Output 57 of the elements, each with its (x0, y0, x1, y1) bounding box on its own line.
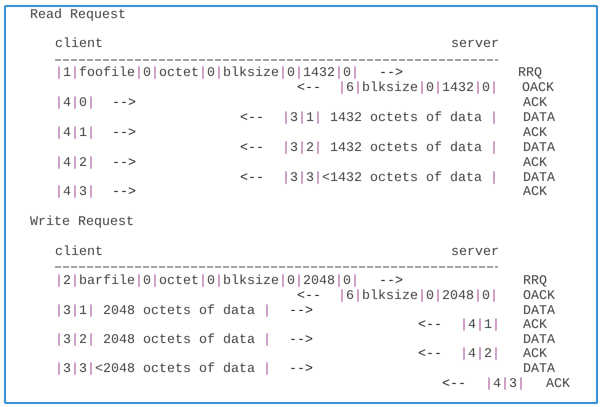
ascii-arrow: --> (112, 156, 136, 172)
packet-fields: |3|1| 1432 octets of data | (282, 111, 498, 127)
ascii-arrow: --> (112, 126, 136, 142)
packet-type-label: ACK (523, 156, 547, 172)
column-header: server (451, 245, 499, 261)
column-header: server (451, 37, 499, 53)
column-header: client (55, 245, 103, 261)
packet-fields: |4|2| (55, 156, 95, 172)
packet-fields: |3|3|<1432 octets of data | (282, 171, 498, 187)
ascii-arrow: --> (289, 362, 313, 378)
packet-fields: |6|blksize|0|2048|0| (338, 289, 498, 305)
packet-type-label: OACK (523, 289, 555, 305)
ascii-arrow: --> (289, 333, 313, 349)
packet-type-label: DATA (523, 171, 555, 186)
ascii-arrow: <-- (418, 318, 442, 334)
packet-fields: |3|3|<2048 octets of data | (55, 362, 271, 378)
ascii-arrow: <-- (297, 289, 321, 305)
ascii-arrow: --> (112, 185, 136, 201)
packet-type-label: DATA (523, 304, 555, 319)
ascii-arrow: --> (379, 274, 403, 289)
packet-fields: |4|3| (55, 185, 95, 201)
packet-type-label: OACK (522, 81, 554, 97)
packet-type-label: ACK (523, 96, 547, 112)
section-heading: Write Request (30, 215, 134, 231)
ascii-arrow: --> (379, 66, 403, 81)
packet-type-label: ACK (523, 318, 547, 334)
packet-fields: |4|2| (460, 347, 500, 363)
packet-type-label: ACK (523, 126, 547, 142)
packet-fields: |4|3| (485, 377, 525, 393)
packet-fields: |3|2| 1432 octets of data | (282, 141, 498, 157)
packet-fields: |2|barfile|0|octet|0|blksize|0|2048|0| (55, 274, 359, 290)
packet-type-label: RRQ (518, 66, 542, 82)
ascii-arrow: <-- (418, 347, 442, 363)
packet-fields: |3|1| 2048 octets of data | (55, 304, 271, 320)
packet-type-label: DATA (523, 362, 555, 378)
column-header: client (55, 37, 103, 53)
section-heading: Read Request (30, 8, 126, 24)
packet-type-label: DATA (523, 141, 555, 157)
ascii-arrow: --> (289, 304, 313, 320)
packet-fields: |6|blksize|0|1432|0| (338, 81, 498, 97)
packet-type-label: ACK (546, 377, 570, 393)
ascii-arrow: <-- (297, 81, 321, 97)
packet-fields: |1|foofile|0|octet|0|blksize|0|1432|0| (55, 66, 359, 82)
packet-type-label: ACK (523, 347, 547, 363)
packet-fields: |4|1| (55, 126, 95, 142)
packet-type-label: DATA (523, 111, 555, 127)
packet-type-label: RRQ (523, 274, 547, 290)
packet-fields: |4|0| (55, 96, 95, 112)
packet-fields: |4|1| (460, 318, 500, 334)
ascii-arrow: <-- (442, 377, 466, 393)
ascii-arrow: <-- (240, 111, 264, 127)
packet-type-label: ACK (523, 185, 547, 201)
packet-type-label: DATA (523, 333, 555, 348)
packet-fields: |3|2| 2048 octets of data | (55, 333, 271, 349)
ascii-arrow: <-- (240, 171, 264, 187)
ascii-arrow: <-- (240, 141, 264, 157)
ascii-arrow: --> (112, 96, 136, 112)
